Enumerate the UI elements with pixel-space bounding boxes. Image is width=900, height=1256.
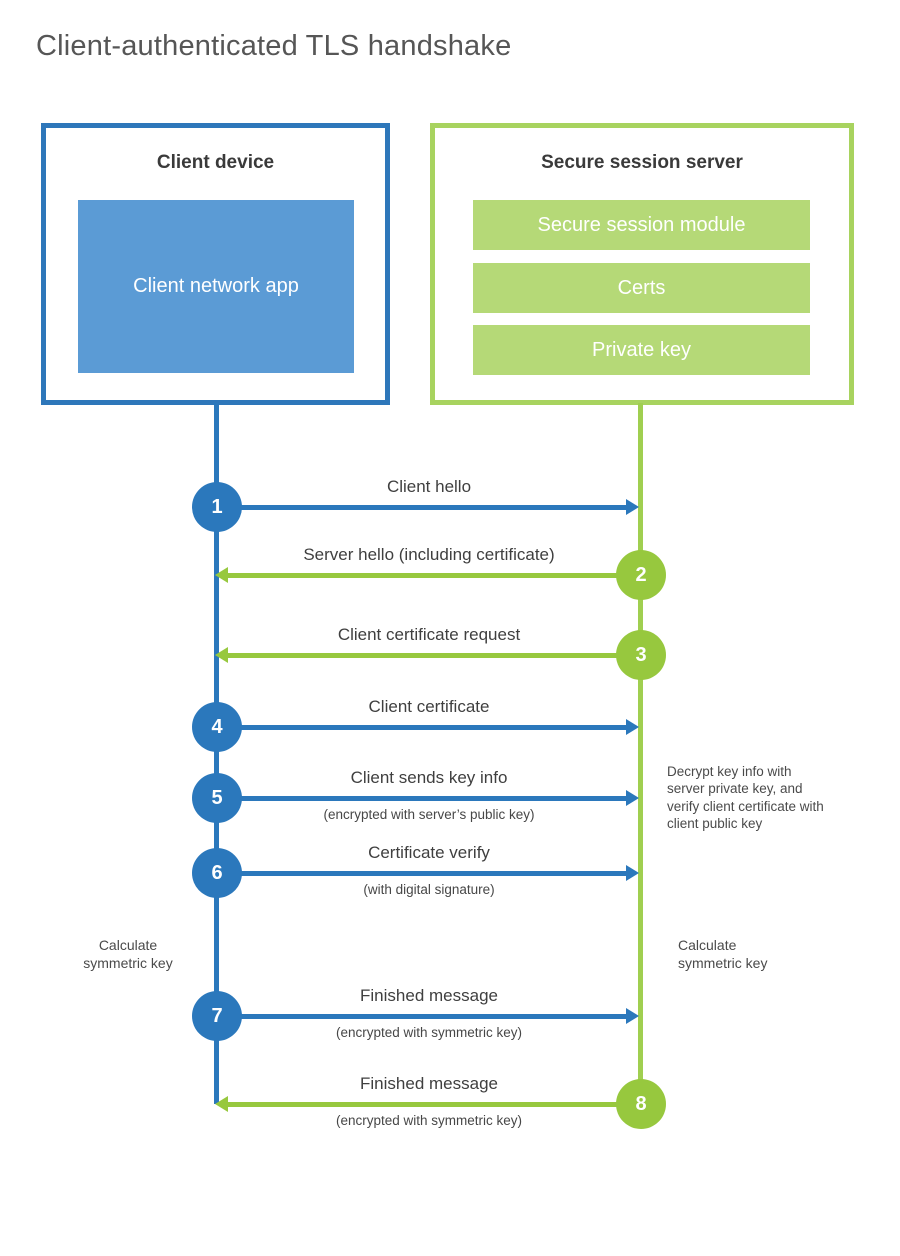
step-label: Finished message — [360, 1074, 498, 1093]
arrowhead-left-icon — [215, 1095, 228, 1112]
client-box-title: Client device — [156, 152, 275, 173]
calculate-symmetric-key-note-server: Calculate symmetric key — [678, 937, 768, 971]
message-arrow-right — [217, 864, 639, 881]
step-number-badge: 8 — [616, 1079, 666, 1129]
client-network-app-label: Client network app — [133, 275, 299, 297]
step-number-badge: 5 — [192, 773, 242, 823]
page-title: Client-authenticated TLS handshake — [36, 30, 512, 62]
arrowhead-left-icon — [215, 646, 228, 663]
message-arrow-right — [217, 789, 639, 806]
message-arrow-right — [217, 498, 639, 515]
arrowhead-right-icon — [626, 718, 639, 735]
arrowhead-right-icon — [626, 864, 639, 881]
server-box-title: Secure session server — [541, 152, 743, 173]
private-key-bar: Private key — [473, 325, 810, 375]
step-label: Client certificate request — [337, 625, 521, 644]
step-number-badge: 6 — [192, 848, 242, 898]
step-sublabel: (encrypted with server’s public key) — [323, 807, 535, 822]
step-label: Client certificate — [368, 697, 490, 716]
decrypt-key-info-note: Decrypt key info with server private key… — [667, 764, 824, 831]
step-number-badge: 3 — [616, 630, 666, 680]
secure-session-module-bar: Secure session module — [473, 200, 810, 250]
step-label: Client sends key info — [350, 768, 508, 787]
secure-session-server-box: Secure session server Secure session mod… — [430, 123, 854, 405]
step-number-badge: 7 — [192, 991, 242, 1041]
calculate-symmetric-key-note-client: Calculate symmetric key — [83, 937, 173, 971]
certs-bar: Certs — [473, 263, 810, 313]
module-label: Secure session module — [537, 213, 746, 236]
step-number-badge: 1 — [192, 482, 242, 532]
step-sublabel: (encrypted with symmetric key) — [335, 1025, 523, 1040]
step-label: Finished message — [360, 986, 498, 1005]
arrowhead-right-icon — [626, 498, 639, 515]
step-number-badge: 4 — [192, 702, 242, 752]
client-device-box: Client device Client network app — [41, 123, 390, 405]
message-arrow-right — [217, 1007, 639, 1024]
module-label: Certs — [617, 276, 666, 299]
step-label: Server hello (including certificate) — [303, 545, 555, 564]
client-lifeline — [214, 403, 219, 1104]
message-arrow-left — [215, 566, 641, 583]
arrowhead-right-icon — [626, 789, 639, 806]
client-network-app-block: Client network app — [78, 200, 354, 373]
step-sublabel: (with digital signature) — [363, 882, 495, 897]
message-arrow-right — [217, 718, 639, 735]
message-arrow-left — [215, 646, 641, 663]
module-label: Private key — [592, 338, 691, 361]
arrowhead-right-icon — [626, 1007, 639, 1024]
step-label: Certificate verify — [368, 843, 490, 862]
server-lifeline — [638, 403, 643, 1128]
step-label: Client hello — [386, 477, 472, 496]
step-number-badge: 2 — [616, 550, 666, 600]
arrowhead-left-icon — [215, 566, 228, 583]
step-sublabel: (encrypted with symmetric key) — [335, 1113, 523, 1128]
message-arrow-left — [215, 1095, 641, 1112]
